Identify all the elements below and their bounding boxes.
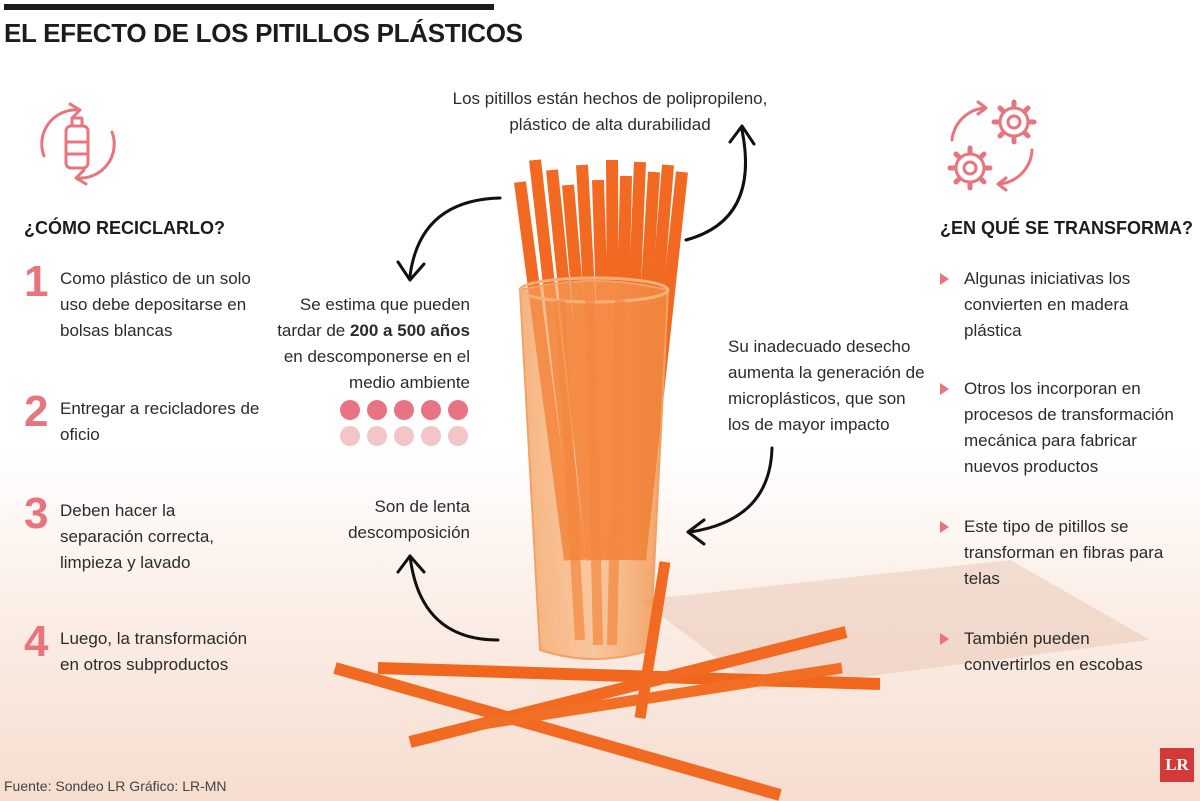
dot-dark [394, 400, 414, 420]
dot-dark [421, 400, 441, 420]
bullet-arrow-icon [940, 633, 949, 645]
material-note: Los pitillos están hechos de polipropile… [452, 89, 768, 134]
decompose-years: 200 a 500 años [349, 321, 470, 340]
step-number: 1 [24, 257, 49, 306]
decompose-text-start: Se estima que pueden tardar de [277, 295, 470, 340]
title-bar [4, 4, 494, 10]
bullet-arrow-icon [940, 273, 949, 285]
bullet-arrow-icon [940, 383, 949, 395]
dot-light [448, 426, 468, 446]
dot-dark [367, 400, 387, 420]
recycle-heading: ¿CÓMO RECICLARLO? [24, 218, 225, 238]
step-number: 3 [24, 489, 49, 538]
slow-decomposition-note: Son de lenta descomposición [348, 497, 470, 542]
bullet-arrow-icon [940, 521, 949, 533]
step-text: Entregar a recicladores de oficio [60, 399, 260, 444]
source-credit: Fuente: Sondeo LR Gráfico: LR-MN [4, 778, 227, 794]
gears-cycle-icon [947, 99, 1037, 192]
recycle-bottle-icon [40, 102, 116, 186]
decompose-text-end: en descomponerse en el medio ambiente [283, 347, 470, 392]
dot-light [367, 426, 387, 446]
dot-light [394, 426, 414, 446]
step-text: Luego, la transformación en otros subpro… [60, 629, 248, 674]
lr-logo: LR [1160, 748, 1194, 782]
dot-dark [448, 400, 468, 420]
step-text: Deben hacer la separación correcta, limp… [60, 501, 215, 572]
dot-dark [340, 400, 360, 420]
step-text: Como plástico de un solo uso debe deposi… [60, 269, 251, 340]
page-title: EL EFECTO DE LOS PITILLOS PLÁSTICOS [4, 18, 523, 48]
transform-text: Otros los incorporan en procesos de tran… [964, 379, 1174, 476]
transform-heading: ¿EN QUÉ SE TRANSFORMA? [940, 218, 1194, 238]
decompose-note: Se estima que pueden tardar de 200 a 500… [260, 292, 470, 396]
dot-light [340, 426, 360, 446]
transform-text: Algunas iniciativas los convierten en ma… [964, 269, 1131, 340]
transform-text: También pueden convertirlos en escobas [964, 629, 1143, 674]
dot-light [421, 426, 441, 446]
microplastics-note: Su inadecuado desecho aumenta la generac… [728, 337, 925, 434]
step-number: 4 [24, 617, 49, 666]
transform-text: Este tipo de pitillos se transforman en … [964, 517, 1164, 588]
step-number: 2 [24, 387, 49, 436]
